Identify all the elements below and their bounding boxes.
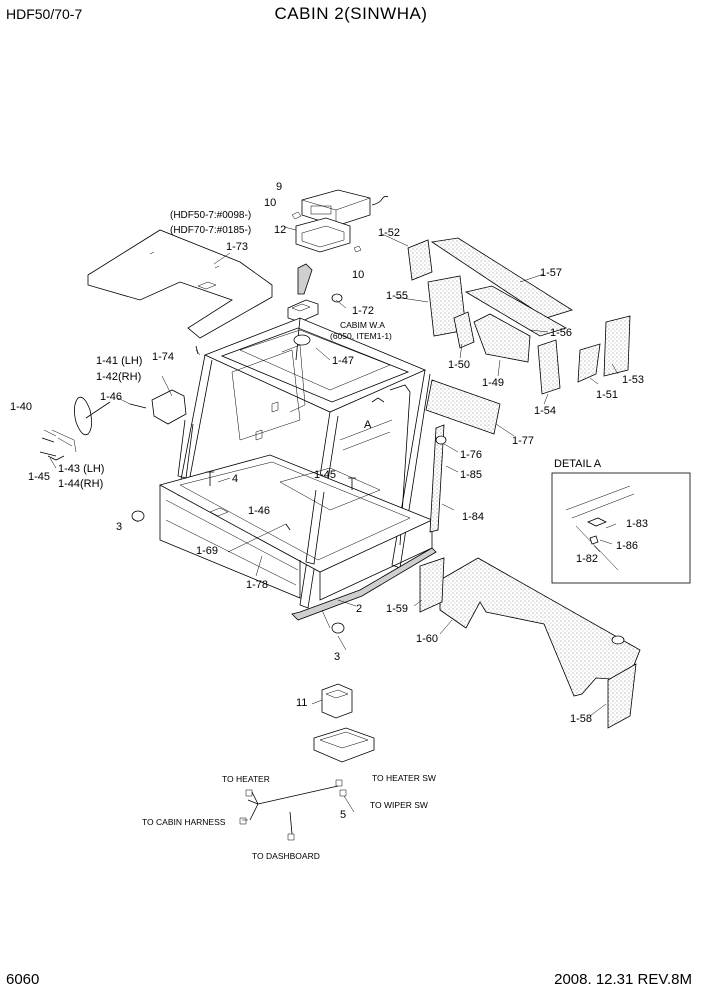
detail-ref-a: A bbox=[364, 419, 372, 431]
label-p1-46a: 1-46 bbox=[100, 391, 122, 403]
label-p1-82: 1-82 bbox=[576, 553, 598, 565]
label-p1-69: 1-69 bbox=[196, 545, 218, 557]
label-p1-73: 1-73 bbox=[226, 241, 248, 253]
notes: (HDF50-7:#0098-) (HDF70-7:#0185-) CABIM … bbox=[170, 210, 602, 470]
label-p1-74: 1-74 bbox=[152, 351, 174, 363]
cabin-wa-ref: (6050, ITEM1-1) bbox=[330, 331, 392, 341]
label-p1-77: 1-77 bbox=[512, 435, 534, 447]
label-p1-49: 1-49 bbox=[482, 377, 504, 389]
detail-a-title: DETAIL A bbox=[554, 458, 602, 470]
label-p9: 9 bbox=[276, 181, 282, 193]
label-p3b: 3 bbox=[334, 651, 340, 663]
headliner-pads bbox=[407, 237, 631, 435]
label-p10b: 10 bbox=[352, 269, 364, 281]
label-p1-46b: 1-46 bbox=[248, 505, 270, 517]
bolts bbox=[195, 345, 356, 531]
leader-lines bbox=[43, 226, 619, 821]
mirror-assembly bbox=[39, 389, 187, 461]
page-number: 6060 bbox=[6, 971, 40, 988]
label-p1-55: 1-55 bbox=[386, 290, 408, 302]
to-wiper-sw-label: TO WIPER SW bbox=[370, 800, 428, 810]
sun-visor bbox=[293, 334, 311, 346]
rubber-plugs bbox=[131, 435, 447, 634]
label-p1-84: 1-84 bbox=[462, 511, 484, 523]
label-p1-56: 1-56 bbox=[550, 327, 572, 339]
label-p1-54: 1-54 bbox=[534, 405, 556, 417]
label-p1-45b: 1-45 bbox=[314, 469, 336, 481]
label-p1-51: 1-51 bbox=[596, 389, 618, 401]
radio-unit bbox=[291, 189, 389, 253]
label-p1-85: 1-85 bbox=[460, 469, 482, 481]
label-p1-52: 1-52 bbox=[378, 227, 400, 239]
part-labels: 9 10 12 10 1-73 1-72 1-74 1-47 1-52 1-57… bbox=[10, 181, 648, 821]
detail-a-box bbox=[551, 472, 691, 584]
label-p1-59: 1-59 bbox=[386, 603, 408, 615]
label-p5: 5 bbox=[340, 809, 346, 821]
wire-harness bbox=[239, 779, 347, 841]
label-p12: 12 bbox=[274, 224, 286, 236]
serial-note-50: (HDF50-7:#0098-) bbox=[170, 210, 251, 221]
label-p3a: 3 bbox=[116, 521, 122, 533]
label-p1-45a: 1-45 bbox=[28, 471, 50, 483]
rocker-switch bbox=[313, 683, 375, 763]
to-dashboard-label: TO DASHBOARD bbox=[252, 851, 320, 861]
roof-fan-bracket bbox=[287, 263, 343, 323]
harness-labels: TO HEATER TO HEATER SW TO WIPER SW TO CA… bbox=[142, 773, 436, 861]
label-p1-41: 1-41 (LH) bbox=[96, 355, 142, 367]
cabin-frame bbox=[158, 317, 434, 609]
cabin-side-panels bbox=[291, 424, 641, 729]
cabin-wa-note: CABIM W.A bbox=[340, 320, 385, 330]
label-p1-40: 1-40 bbox=[10, 401, 32, 413]
label-p1-60: 1-60 bbox=[416, 633, 438, 645]
label-p1-86: 1-86 bbox=[616, 540, 638, 552]
label-p1-47: 1-47 bbox=[332, 355, 354, 367]
label-p4: 4 bbox=[232, 473, 238, 485]
to-heater-label: TO HEATER bbox=[222, 774, 270, 784]
label-p1-42: 1-42(RH) bbox=[96, 371, 141, 383]
label-p1-76: 1-76 bbox=[460, 449, 482, 461]
label-p1-44: 1-44(RH) bbox=[58, 478, 103, 490]
label-p1-53: 1-53 bbox=[622, 374, 644, 386]
to-cabin-harness-label: TO CABIN HARNESS bbox=[142, 817, 226, 827]
label-p1-57: 1-57 bbox=[540, 267, 562, 279]
label-p1-72: 1-72 bbox=[352, 305, 374, 317]
label-p2: 2 bbox=[356, 603, 362, 615]
serial-note-70: (HDF70-7:#0185-) bbox=[170, 225, 251, 236]
revision-date: 2008. 12.31 REV.8M bbox=[554, 971, 692, 988]
label-p11: 11 bbox=[296, 697, 307, 709]
label-p10a: 10 bbox=[264, 197, 276, 209]
page-title: CABIN 2(SINWHA) bbox=[274, 4, 428, 23]
to-heater-sw-label: TO HEATER SW bbox=[372, 773, 436, 783]
label-p1-43: 1-43 (LH) bbox=[58, 463, 104, 475]
label-p1-58: 1-58 bbox=[570, 713, 592, 725]
label-p1-78: 1-78 bbox=[246, 579, 268, 591]
label-p1-83: 1-83 bbox=[626, 518, 648, 530]
roof-plate bbox=[87, 229, 273, 339]
model-code: HDF50/70-7 bbox=[6, 6, 83, 22]
label-p1-50: 1-50 bbox=[448, 359, 470, 371]
